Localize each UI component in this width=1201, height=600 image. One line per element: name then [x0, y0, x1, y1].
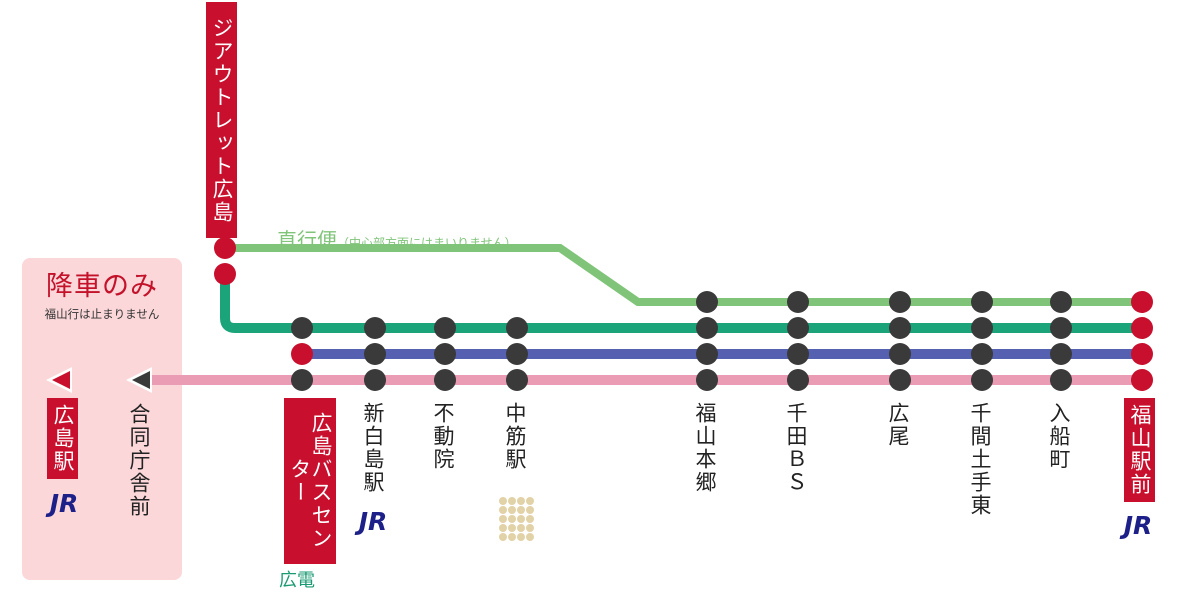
jr-logo-icon: JR [45, 489, 79, 518]
stop-marker [506, 343, 528, 365]
stop-marker [1050, 369, 1072, 391]
stop-marker-terminal [1131, 343, 1153, 365]
stop-marker [787, 343, 809, 365]
express-label: 直行便（中心部方面にはまいりません） [277, 224, 517, 253]
stop-label-senmadote-higashi: 千間土手東 [968, 402, 992, 517]
stop-marker-terminal [1131, 291, 1153, 313]
dropoff-title: 降車のみ [46, 271, 158, 302]
jr-logo-icon: JR [354, 507, 388, 536]
stop-label-hiroshima-bus-center: 広島バスセンター [284, 398, 336, 564]
stop-marker [1050, 291, 1072, 313]
stop-marker [291, 317, 313, 339]
stop-marker [434, 317, 456, 339]
dropoff-arrow-hiroshima-station-inner [52, 371, 70, 389]
stop-label-fukuyama-hongo: 福山本郷 [693, 402, 717, 494]
astram-line-icon [499, 497, 534, 541]
express-line [225, 244, 1142, 306]
stop-marker [696, 291, 718, 313]
stop-marker [364, 317, 386, 339]
stop-marker-terminal [1131, 369, 1153, 391]
stop-marker [971, 317, 993, 339]
stop-marker [506, 369, 528, 391]
stop-marker [889, 369, 911, 391]
express-note: （中心部方面にはまいりません） [337, 236, 517, 250]
stop-marker [506, 317, 528, 339]
stop-marker [696, 369, 718, 391]
stop-marker-outlet-express [214, 237, 236, 259]
dropoff-arrow-godo-chosha-inner [132, 371, 150, 389]
stop-marker [1050, 317, 1072, 339]
stop-label-irifune-cho: 入船町 [1047, 402, 1071, 471]
origin-label: ジアウトレット広島 [206, 2, 237, 238]
stop-marker [1050, 343, 1072, 365]
jr-logo-icon: JR [1119, 511, 1153, 540]
stop-marker [434, 343, 456, 365]
stop-marker [434, 369, 456, 391]
stop-marker [787, 317, 809, 339]
hiroden-label: 広電 [279, 570, 315, 591]
stop-marker [364, 343, 386, 365]
dropoff-stop-godo-chosha: 合同庁舎前 [127, 403, 151, 518]
stop-marker [291, 369, 313, 391]
stop-marker [889, 343, 911, 365]
stop-marker-terminal [1131, 317, 1153, 339]
stop-marker [971, 291, 993, 313]
stop-marker [364, 369, 386, 391]
stop-label-fudoin: 不動院 [431, 402, 455, 471]
stop-marker [889, 317, 911, 339]
outlet-line [220, 276, 1142, 333]
stop-marker [696, 343, 718, 365]
stop-label-senda-bs: 千田ＢＳ [784, 402, 808, 494]
stop-label-fukuyama-ekimae: 福山駅前 [1124, 398, 1155, 502]
dropoff-note: 福山行は止まりません [44, 307, 160, 321]
express-label-text: 直行便 [277, 228, 337, 252]
stop-label-shin-hakushima: 新白島駅 [361, 402, 385, 494]
stop-marker [971, 369, 993, 391]
stop-marker [889, 291, 911, 313]
stop-marker [696, 317, 718, 339]
stop-marker-outlet [214, 263, 236, 285]
stop-marker [291, 343, 313, 365]
stop-marker [787, 369, 809, 391]
stop-marker [971, 343, 993, 365]
dropoff-stop-hiroshima-station: 広島駅 [47, 398, 78, 479]
stop-marker [787, 291, 809, 313]
stop-label-nakasuji: 中筋駅 [503, 402, 527, 471]
stop-label-hiroo: 広尾 [886, 402, 910, 448]
